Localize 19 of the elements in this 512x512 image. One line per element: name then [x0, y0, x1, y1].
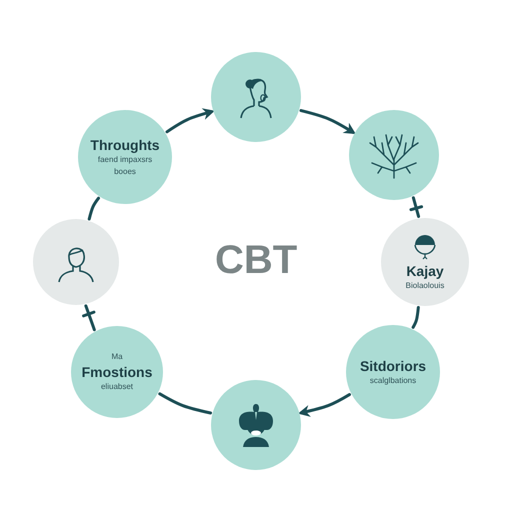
node-title: Kajay	[406, 262, 444, 279]
crossed-connector	[82, 304, 96, 332]
node-subtitle: scalglbations	[370, 376, 416, 386]
node-title: Throughts	[90, 136, 160, 153]
node-subtitle: faend impaxsrs	[98, 154, 152, 166]
arrow	[298, 393, 351, 417]
connector-line	[412, 306, 420, 329]
node-subtitle: booes	[114, 167, 136, 178]
connector-line	[158, 392, 212, 414]
connector-line	[88, 196, 100, 220]
node-subtitle: eliuabset	[100, 382, 134, 392]
node-subtitle: Biolaolouis	[406, 280, 444, 292]
center-label: CBT	[215, 238, 298, 282]
node-title: Fmostions	[82, 364, 152, 380]
crossed-connector	[409, 196, 424, 218]
arrow	[300, 109, 356, 134]
arrow	[166, 108, 215, 134]
node-title: Sitdoriors	[360, 358, 426, 374]
node-subtitle: Ma	[111, 352, 123, 362]
